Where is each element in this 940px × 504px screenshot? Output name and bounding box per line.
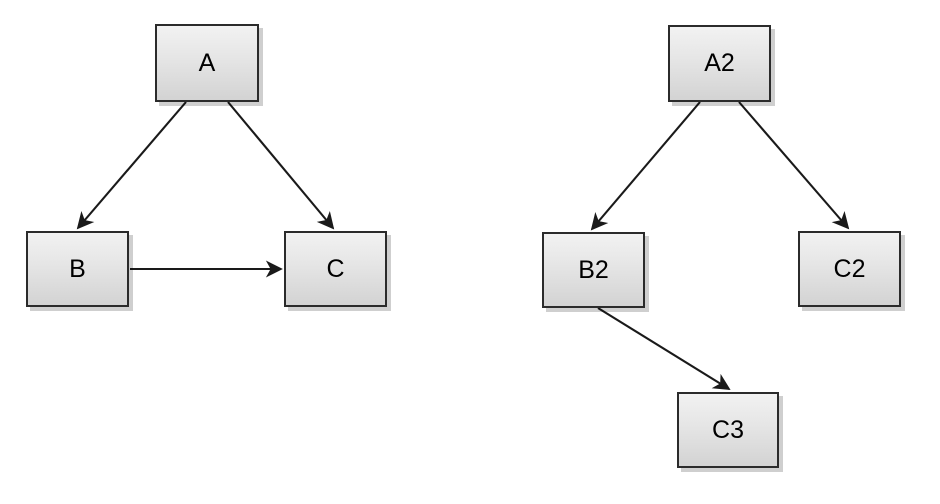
node-a2[interactable]: A2 [668, 25, 771, 102]
edge-a2-to-c2[interactable] [738, 101, 850, 230]
node-label-b: B [69, 254, 86, 283]
node-label-a: A [198, 48, 216, 77]
node-c[interactable]: C [284, 231, 387, 307]
node-b[interactable]: B [26, 231, 129, 307]
edge-b2-to-c3[interactable] [597, 307, 731, 390]
node-label-c: C [326, 254, 345, 283]
node-label-b2: B2 [578, 255, 609, 284]
node-b2[interactable]: B2 [542, 232, 645, 308]
node-label-a2: A2 [704, 49, 735, 77]
node-label-c3: C3 [712, 415, 744, 444]
node-label-c2: C2 [833, 254, 866, 283]
edge-a2-to-b2[interactable] [590, 101, 701, 231]
edge-a-to-c[interactable] [227, 101, 335, 230]
node-c2[interactable]: C2 [798, 231, 901, 307]
node-c3[interactable]: C3 [677, 392, 779, 468]
node-a[interactable]: A [155, 24, 259, 102]
edge-a-to-b[interactable] [76, 101, 187, 230]
